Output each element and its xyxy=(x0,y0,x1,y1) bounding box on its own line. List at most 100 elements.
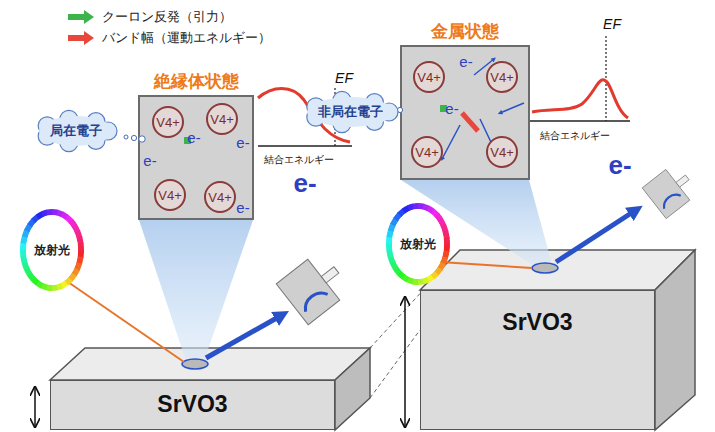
art-rect xyxy=(676,175,689,187)
ring-segment xyxy=(440,263,443,269)
ring-segment xyxy=(27,268,30,274)
node-label: 放射光 xyxy=(400,236,436,253)
art-polygon xyxy=(420,250,695,290)
node-label: V4+ xyxy=(417,70,441,85)
legend-text: バンド幅（運動エネルギー） xyxy=(102,29,271,47)
ring-segment xyxy=(423,207,429,209)
panel-heading: 金属状態 xyxy=(431,20,499,43)
ring-segment xyxy=(23,236,25,243)
ring-segment xyxy=(41,285,47,287)
node-label: V4+ xyxy=(208,190,232,205)
cloud-body xyxy=(307,97,394,127)
vanadium-ion: V4+ xyxy=(411,136,443,168)
thought-dot xyxy=(124,135,128,139)
legend-arrow xyxy=(66,9,96,25)
ring-segment xyxy=(440,220,443,226)
art-polygon xyxy=(655,250,695,430)
text-label: e- xyxy=(236,199,249,216)
art-line xyxy=(258,145,352,147)
text-label: e- xyxy=(608,150,631,181)
ring-segment xyxy=(79,257,81,264)
ring-segment xyxy=(56,286,62,288)
node-label: 非局在電子 xyxy=(318,103,383,121)
ring-segment xyxy=(42,212,48,214)
art-line xyxy=(605,36,606,121)
ring-segment xyxy=(399,272,404,276)
ring-segment xyxy=(37,282,42,285)
ring-segment xyxy=(390,256,392,263)
ring-segment xyxy=(33,217,38,221)
ring-segment xyxy=(407,279,413,281)
ring-segment xyxy=(393,262,396,268)
ring-segment xyxy=(436,268,440,273)
ring-segment xyxy=(67,217,72,221)
node-label: V4+ xyxy=(158,188,182,203)
ring-segment xyxy=(391,224,394,231)
ring-segment xyxy=(30,220,34,225)
ring-segment xyxy=(399,211,404,215)
callout-cloud: 非局在電子 xyxy=(303,95,398,129)
legend-text: クーロン反発（引力） xyxy=(102,8,232,26)
art-polygon xyxy=(50,348,370,380)
ring-segment xyxy=(70,274,74,279)
text-label: e- xyxy=(293,168,316,199)
ring-segment xyxy=(389,250,390,257)
ring-segment xyxy=(445,231,446,238)
art-path xyxy=(660,191,680,209)
art-rect xyxy=(276,259,340,325)
ring-segment xyxy=(29,274,33,279)
light-beam xyxy=(68,282,184,362)
node-label: V4+ xyxy=(156,115,180,130)
node-label: 放射光 xyxy=(34,242,70,259)
ring-segment xyxy=(403,276,408,279)
ring-segment xyxy=(47,209,53,216)
hop-arrow xyxy=(500,103,524,113)
spectrum-right xyxy=(530,36,630,121)
art-path xyxy=(301,288,328,312)
node-label: 局在電子 xyxy=(50,122,102,140)
vanadium-ion: V4+ xyxy=(486,61,518,93)
ring-segment xyxy=(24,262,26,269)
ring-segment xyxy=(74,226,77,232)
text-label: e- xyxy=(459,53,472,70)
analyzer xyxy=(276,249,352,324)
art-rect xyxy=(321,267,339,283)
ring-segment xyxy=(79,237,80,244)
thought-dot xyxy=(397,107,402,112)
vanadium-ion: V4+ xyxy=(152,106,184,138)
ring-segment xyxy=(33,278,38,282)
ring-segment xyxy=(71,221,75,226)
text-label: 結合エネルギー xyxy=(540,129,610,143)
text-label: e- xyxy=(187,129,200,146)
vanadium-ion: V4+ xyxy=(204,181,236,213)
photoelectron-arrow xyxy=(556,210,636,262)
ring-segment xyxy=(25,230,28,237)
ring-segment xyxy=(433,211,438,215)
legend-arrow xyxy=(66,30,96,46)
ring-segment xyxy=(393,219,396,225)
ring-segment xyxy=(432,273,437,277)
sample-slab: SrVO3 xyxy=(50,380,335,430)
text-label: 結合エネルギー xyxy=(264,153,334,167)
vanadium-ion: V4+ xyxy=(206,103,238,135)
text-label: e- xyxy=(445,100,458,117)
arrow-shape xyxy=(68,10,94,24)
art-rect xyxy=(642,169,690,218)
beam-spot xyxy=(182,359,208,369)
ring-segment xyxy=(389,230,391,237)
vanadium-ion: V4+ xyxy=(486,136,518,168)
ring-segment xyxy=(78,243,84,251)
sample-slab: SrVO3 xyxy=(420,290,655,430)
ring-segment xyxy=(38,214,43,217)
art-line xyxy=(530,120,630,122)
panel-heading: 絶縁体状態 xyxy=(154,70,239,93)
node-label: V4+ xyxy=(490,145,514,160)
ring-segment xyxy=(427,277,432,280)
ring-segment xyxy=(61,283,66,286)
thin-slab xyxy=(50,348,370,430)
fermi-level: EF xyxy=(603,16,621,32)
beam-spot xyxy=(532,263,558,273)
vanadium-ion: V4+ xyxy=(154,179,186,211)
ring-segment xyxy=(428,208,433,211)
